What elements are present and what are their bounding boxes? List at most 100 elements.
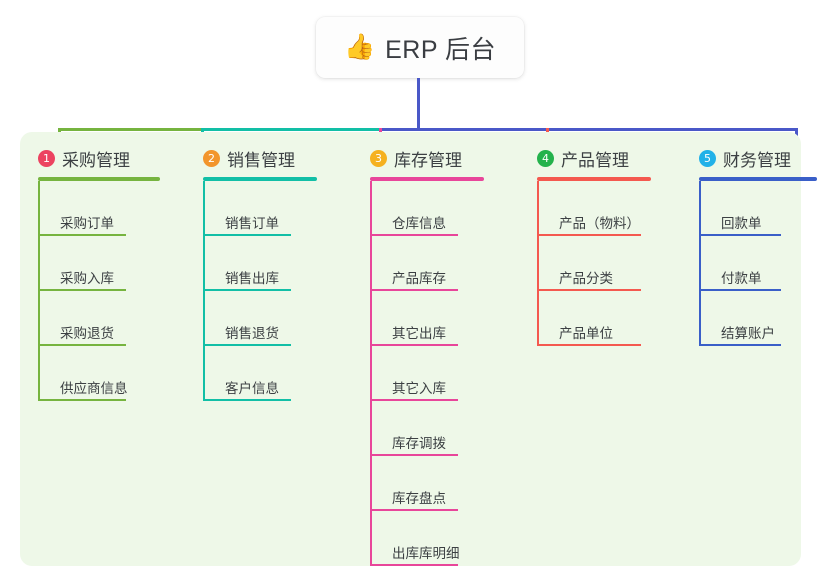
branch-number-badge: 5 xyxy=(699,149,716,167)
branch-panel xyxy=(20,132,801,566)
branch-item-label: 销售订单 xyxy=(225,215,279,231)
branch-item-label: 仓库信息 xyxy=(392,215,446,231)
branch-header-4[interactable]: 4 产品管理 xyxy=(537,145,651,171)
branch-item[interactable]: 采购入库 xyxy=(38,236,160,291)
branch-item[interactable]: 其它入库 xyxy=(370,346,484,401)
branch-item-rule xyxy=(537,289,641,291)
branch-header-rule xyxy=(203,177,317,181)
branch-number-badge: 1 xyxy=(38,149,55,167)
connector-bus-green xyxy=(58,128,203,131)
branch-item-rule xyxy=(38,289,126,291)
branch-item-rule xyxy=(203,289,291,291)
branch-header-rule xyxy=(699,177,817,181)
branch-item-rule xyxy=(370,454,458,456)
branch-item-list: 仓库信息产品库存其它出库其它入库库存调拨库存盘点出库库明细 xyxy=(370,181,484,566)
branch-item-rule xyxy=(370,399,458,401)
branch-number-badge: 4 xyxy=(537,149,554,167)
branch-column-5: 5 财务管理回款单付款单结算账户 xyxy=(699,145,817,346)
branch-item[interactable]: 采购退货 xyxy=(38,291,160,346)
branch-item-label: 销售退货 xyxy=(225,325,279,341)
branch-title: 库存管理 xyxy=(394,150,462,170)
branch-item-rule xyxy=(370,509,458,511)
branch-item[interactable]: 采购订单 xyxy=(38,181,160,236)
branch-item[interactable]: 产品分类 xyxy=(537,236,651,291)
branch-item-list: 回款单付款单结算账户 xyxy=(699,181,817,346)
branch-item-label: 产品（物料） xyxy=(559,215,640,231)
branch-item-rule xyxy=(38,234,126,236)
branch-spine xyxy=(699,181,701,346)
branch-item[interactable]: 销售出库 xyxy=(203,236,317,291)
branch-item[interactable]: 产品单位 xyxy=(537,291,651,346)
branch-title: 销售管理 xyxy=(227,150,295,170)
connector-root-stem xyxy=(417,78,420,130)
branch-item[interactable]: 回款单 xyxy=(699,181,817,236)
branch-header-1[interactable]: 1 采购管理 xyxy=(38,145,160,171)
branch-item[interactable]: 产品（物料） xyxy=(537,181,651,236)
branch-header-rule xyxy=(537,177,651,181)
branch-spine xyxy=(38,181,40,401)
branch-number-badge: 2 xyxy=(203,149,220,167)
branch-spine xyxy=(370,181,372,566)
branch-item-rule xyxy=(699,289,781,291)
branch-item-label: 采购订单 xyxy=(60,215,114,231)
branch-number-badge: 3 xyxy=(370,149,387,167)
branch-item[interactable]: 仓库信息 xyxy=(370,181,484,236)
thumbs-up-icon: 👍 xyxy=(343,33,376,61)
branch-item-rule xyxy=(38,399,126,401)
branch-item[interactable]: 出库库明细 xyxy=(370,511,484,566)
branch-spine xyxy=(203,181,205,401)
branch-item-list: 产品（物料） 产品分类产品单位 xyxy=(537,181,651,346)
branch-item-label: 结算账户 xyxy=(721,325,775,341)
branch-item[interactable]: 库存盘点 xyxy=(370,456,484,511)
branch-spine xyxy=(537,181,539,346)
branch-item-rule xyxy=(537,344,641,346)
branch-item-label: 出库库明细 xyxy=(392,545,460,561)
branch-column-2: 2 销售管理销售订单销售出库销售退货客户信息 xyxy=(203,145,317,401)
root-node-title: ERP 后台 xyxy=(385,35,497,64)
branch-item-label: 客户信息 xyxy=(225,380,279,396)
branch-title: 采购管理 xyxy=(62,150,130,170)
branch-item-rule xyxy=(699,234,781,236)
branch-item[interactable]: 销售订单 xyxy=(203,181,317,236)
branch-item-label: 供应商信息 xyxy=(60,380,128,396)
branch-item-rule xyxy=(699,344,781,346)
branch-header-3[interactable]: 3 库存管理 xyxy=(370,145,484,171)
branch-item[interactable]: 其它出库 xyxy=(370,291,484,346)
branch-column-4: 4 产品管理产品（物料） 产品分类产品单位 xyxy=(537,145,651,346)
connector-bus-teal xyxy=(201,128,381,131)
branch-item[interactable]: 供应商信息 xyxy=(38,346,160,401)
branch-item-label: 产品分类 xyxy=(559,270,613,286)
branch-item[interactable]: 付款单 xyxy=(699,236,817,291)
branch-header-rule xyxy=(38,177,160,181)
branch-item-label: 其它入库 xyxy=(392,380,446,396)
branch-item[interactable]: 库存调拨 xyxy=(370,401,484,456)
branch-item-rule xyxy=(370,234,458,236)
branch-item-rule xyxy=(370,564,458,566)
branch-item[interactable]: 产品库存 xyxy=(370,236,484,291)
branch-column-1: 1 采购管理采购订单采购入库采购退货供应商信息 xyxy=(38,145,160,401)
branch-title: 财务管理 xyxy=(723,150,791,170)
branch-item-rule xyxy=(370,344,458,346)
branch-item-label: 库存调拨 xyxy=(392,435,446,451)
branch-item[interactable]: 销售退货 xyxy=(203,291,317,346)
branch-header-5[interactable]: 5 财务管理 xyxy=(699,145,817,171)
branch-item-list: 采购订单采购入库采购退货供应商信息 xyxy=(38,181,160,401)
branch-item-rule xyxy=(203,344,291,346)
root-node[interactable]: 👍 ERP 后台 xyxy=(316,17,524,78)
branch-item-rule xyxy=(537,234,641,236)
branch-item-label: 其它出库 xyxy=(392,325,446,341)
branch-column-3: 3 库存管理仓库信息产品库存其它出库其它入库库存调拨库存盘点出库库明细 xyxy=(370,145,484,566)
branch-item[interactable]: 结算账户 xyxy=(699,291,817,346)
branch-item-list: 销售订单销售出库销售退货客户信息 xyxy=(203,181,317,401)
branch-item-rule xyxy=(38,344,126,346)
branch-item[interactable]: 客户信息 xyxy=(203,346,317,401)
branch-item-rule xyxy=(203,234,291,236)
branch-item-label: 销售出库 xyxy=(225,270,279,286)
branch-item-label: 回款单 xyxy=(721,215,762,231)
branch-header-rule xyxy=(370,177,484,181)
branch-title: 产品管理 xyxy=(561,150,629,170)
connector-bus-blue xyxy=(379,128,798,131)
branch-header-2[interactable]: 2 销售管理 xyxy=(203,145,317,171)
branch-item-label: 产品单位 xyxy=(559,325,613,341)
